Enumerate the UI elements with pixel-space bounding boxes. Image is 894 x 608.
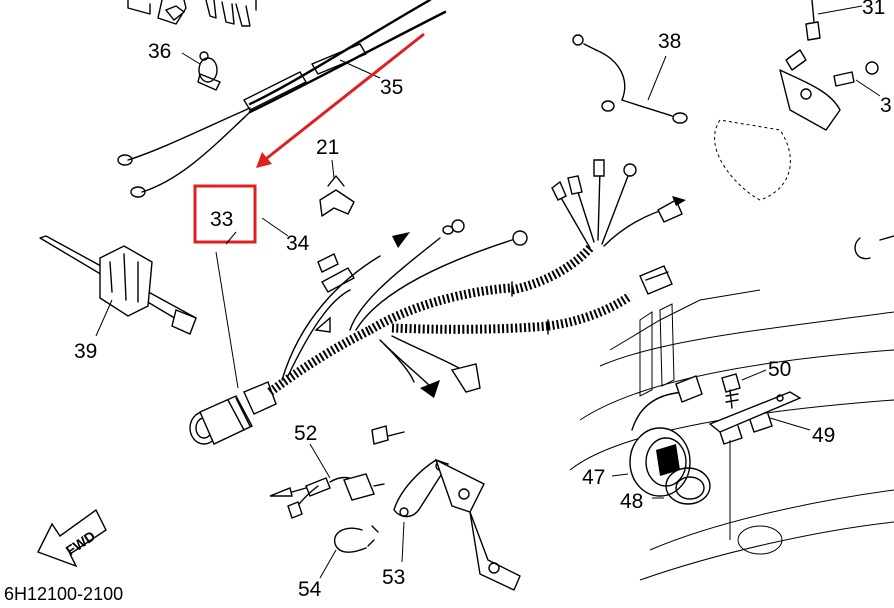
callout-35: 35 bbox=[380, 76, 403, 99]
part-34-terminals: 34 bbox=[261, 217, 355, 293]
part-35-lead-wire: 35 bbox=[117, 0, 447, 198]
callout-47: 47 bbox=[582, 466, 605, 489]
part-21-clip: 21 bbox=[316, 136, 355, 217]
part-53-link: 53 bbox=[371, 425, 521, 591]
part-50-bolt: 50 bbox=[721, 358, 791, 409]
callout-52: 52 bbox=[294, 422, 317, 445]
callout-48: 48 bbox=[620, 490, 643, 513]
callout-50: 50 bbox=[768, 358, 791, 381]
callout-49: 49 bbox=[812, 424, 835, 447]
part-33-wire-harness bbox=[189, 159, 686, 445]
callout-33: 33 bbox=[210, 208, 233, 231]
callout-38: 38 bbox=[658, 30, 681, 53]
top-left-terminals bbox=[127, 0, 257, 27]
part-49-bracket: 49 bbox=[708, 391, 835, 447]
highlight-box-33 bbox=[193, 184, 257, 244]
engine-housing-outline bbox=[569, 289, 894, 581]
callout-21: 21 bbox=[316, 136, 339, 159]
drawing-code: 6H12100-2100 bbox=[4, 584, 123, 604]
part-54-clip: 54 bbox=[298, 525, 379, 601]
part-36-clamp: 36 bbox=[148, 40, 221, 91]
forward-direction-arrow: FWD bbox=[37, 508, 107, 568]
callout-54: 54 bbox=[298, 578, 322, 601]
part-38-lead: 38 bbox=[572, 30, 688, 124]
callout-53: 53 bbox=[382, 566, 405, 589]
callout-3-cropped: 3 bbox=[880, 94, 892, 117]
part-31-fitting: 31 3 bbox=[714, 0, 894, 260]
part-47-grommet: 47 bbox=[582, 375, 703, 497]
part-48-gasket: 48 bbox=[620, 467, 711, 513]
callout-39: 39 bbox=[74, 340, 97, 363]
part-39-cable-tie: 39 bbox=[39, 235, 197, 363]
callout-34: 34 bbox=[286, 232, 310, 255]
callout-31: 31 bbox=[862, 0, 885, 19]
callout-36: 36 bbox=[148, 40, 171, 63]
highlight-arrow bbox=[256, 32, 425, 168]
part-52-sensor: 52 bbox=[269, 422, 385, 519]
